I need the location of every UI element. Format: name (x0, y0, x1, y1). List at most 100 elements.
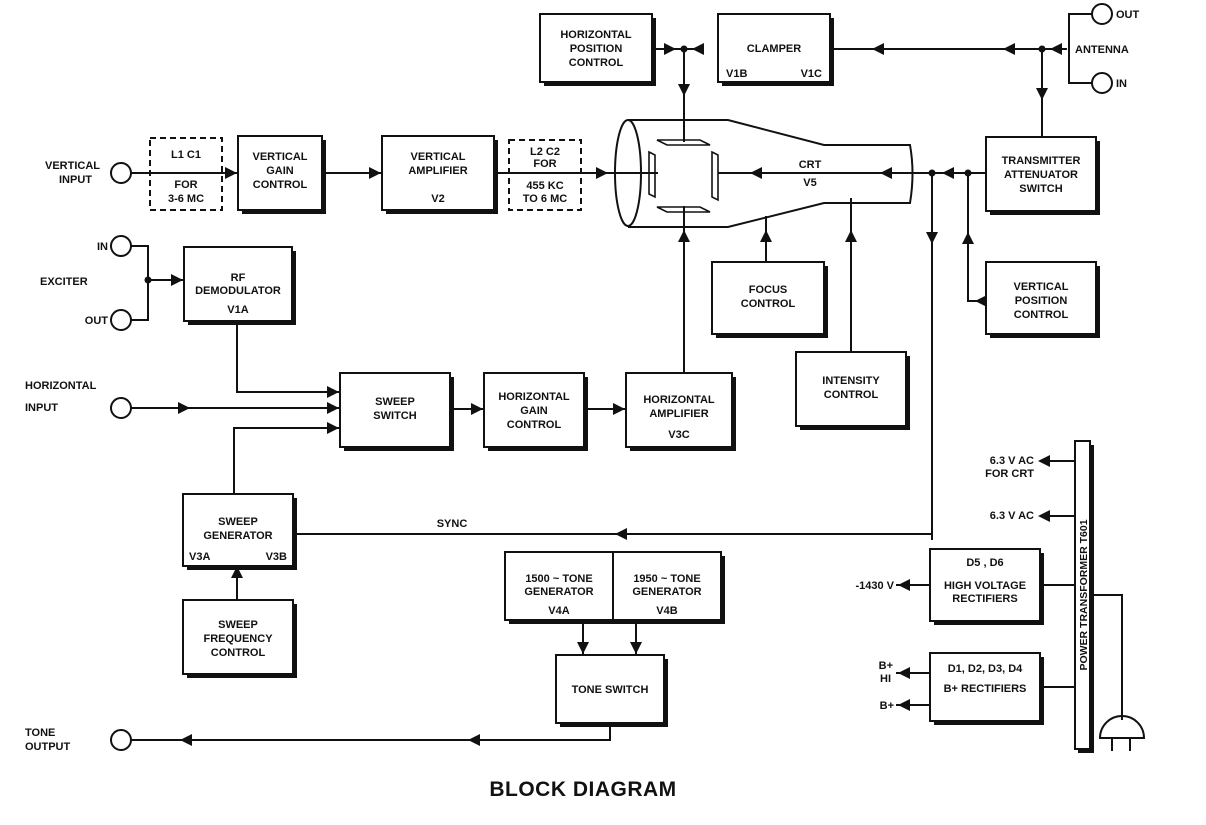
svg-text:TONE SWITCH: TONE SWITCH (572, 684, 649, 696)
svg-text:1950 ~ TONE: 1950 ~ TONE (633, 573, 700, 585)
horizontal-input-jack[interactable] (110, 397, 132, 419)
block-tone-generators: 1500 ~ TONE GENERATOR V4A 1950 ~ TONE GE… (504, 551, 725, 624)
wire-rfdemod-to-sweepswitch (236, 320, 340, 393)
arrow-down (678, 84, 690, 96)
svg-text:FREQUENCY: FREQUENCY (203, 633, 273, 645)
block-horizontal-position-control: HORIZONTAL POSITION CONTROL (539, 13, 656, 86)
block-tone-generator-1950: 1950 ~ TONE GENERATOR V4B (632, 573, 701, 617)
svg-text:V3B: V3B (266, 551, 287, 563)
arrow-right (225, 167, 237, 179)
arrow-left (1038, 455, 1050, 467)
signal-labels: SYNC 6.3 V AC FOR CRT 6.3 V AC -1430 V B… (437, 455, 1035, 712)
svg-text:VERTICAL: VERTICAL (411, 151, 466, 163)
wire-antenna-fork (1068, 13, 1092, 84)
filter-l1c1-label: L1 C1 (171, 149, 201, 161)
block-vertical-position-control: VERTICAL POSITION CONTROL (985, 261, 1100, 338)
horizontal-input-label-2: INPUT (25, 402, 58, 414)
arrow-right (613, 403, 625, 415)
svg-text:HORIZONTAL: HORIZONTAL (643, 394, 715, 406)
block-horizontal-gain-control: HORIZONTAL GAIN CONTROL (483, 372, 588, 451)
svg-text:GAIN: GAIN (520, 405, 548, 417)
crt-plate-left (648, 150, 656, 199)
svg-text:V3A: V3A (189, 551, 210, 563)
arrow-up (760, 230, 772, 242)
arrow-left (1038, 510, 1050, 522)
b-plus-hi-label-2: HI (880, 673, 891, 685)
wire-sweepgen-to-sweepswitch (233, 427, 340, 494)
arrow-left (692, 43, 704, 55)
svg-text:AMPLIFIER: AMPLIFIER (649, 408, 708, 420)
arrows (171, 43, 1062, 746)
block-tone-switch: TONE SWITCH (555, 654, 668, 727)
block-sweep-switch: SWEEP SWITCH (339, 372, 454, 451)
arrow-right (369, 167, 381, 179)
svg-text:ATTENUATOR: ATTENUATOR (1004, 169, 1078, 181)
svg-text:CONTROL: CONTROL (211, 647, 266, 659)
arrow-left (975, 295, 987, 307)
vertical-input-label-2: INPUT (59, 174, 92, 186)
block-b-plus-rectifiers: D1, D2, D3, D4 B+ RECTIFIERS (929, 652, 1044, 725)
tone-output-label: TONE (25, 727, 55, 739)
block-clamper: CLAMPER V1B V1C (717, 13, 834, 86)
svg-text:CONTROL: CONTROL (507, 419, 562, 431)
svg-text:SWITCH: SWITCH (1019, 183, 1062, 195)
crt-tube-label: V5 (803, 177, 816, 189)
arrow-right (664, 43, 676, 55)
antenna-in-jack[interactable] (1091, 72, 1113, 94)
svg-text:D5 , D6: D5 , D6 (966, 557, 1003, 569)
block-transmitter-attenuator-switch: TRANSMITTER ATTENUATOR SWITCH (985, 136, 1100, 215)
diagram-title: BLOCK DIAGRAM (489, 778, 676, 801)
svg-text:VERTICAL: VERTICAL (1014, 281, 1069, 293)
junction-dot (1038, 45, 1046, 53)
arrow-right (178, 402, 190, 414)
svg-text:VERTICAL: VERTICAL (253, 151, 308, 163)
vertical-input-jack[interactable] (110, 162, 132, 184)
svg-text:V1B: V1B (726, 68, 747, 80)
svg-text:V1C: V1C (801, 68, 822, 80)
arrow-left (872, 43, 884, 55)
svg-text:GENERATOR: GENERATOR (203, 530, 272, 542)
block-horizontal-amplifier: HORIZONTAL AMPLIFIER V3C (625, 372, 736, 451)
wire-power-plug (1088, 594, 1123, 720)
svg-text:SWEEP: SWEEP (375, 396, 415, 408)
svg-text:V4B: V4B (656, 605, 677, 617)
block-rf-demodulator: RF DEMODULATOR V1A (183, 246, 296, 325)
filter-l2c2-label: L2 C2 (530, 146, 560, 158)
antenna-out-jack[interactable] (1091, 3, 1113, 25)
filter-l2c2-for: FOR (533, 158, 556, 170)
svg-text:HIGH VOLTAGE: HIGH VOLTAGE (944, 580, 1026, 592)
svg-text:V2: V2 (431, 193, 444, 205)
crt-outline (628, 119, 914, 228)
svg-text:CONTROL: CONTROL (1014, 309, 1069, 321)
wire-vpos (967, 173, 986, 302)
arrow-left (615, 528, 627, 540)
ac-crt-label: 6.3 V AC (990, 455, 1034, 467)
svg-text:SWEEP: SWEEP (218, 619, 258, 631)
exciter-in-label: IN (97, 241, 108, 253)
svg-text:DEMODULATOR: DEMODULATOR (195, 285, 281, 297)
svg-text:FOCUS: FOCUS (749, 284, 788, 296)
exciter-out-jack[interactable] (110, 309, 132, 331)
arrow-left (180, 734, 192, 746)
tone-output-label-2: OUTPUT (25, 741, 71, 753)
exciter-out-label: OUT (85, 315, 109, 327)
block-sweep-frequency-control: SWEEP FREQUENCY CONTROL (182, 599, 297, 678)
block-sweep-generator: SWEEP GENERATOR V3A V3B (182, 493, 297, 570)
tone-output-jack[interactable] (110, 729, 132, 751)
arrow-up (962, 232, 974, 244)
junction-dot (964, 169, 972, 177)
arrow-left (942, 167, 954, 179)
svg-text:V3C: V3C (668, 429, 689, 441)
ac-crt-label-2: FOR CRT (985, 468, 1034, 480)
filter-l1c1-for: FOR (174, 179, 197, 191)
svg-text:GAIN: GAIN (266, 165, 294, 177)
svg-text:GENERATOR: GENERATOR (524, 586, 593, 598)
junction-dot (928, 169, 936, 177)
exciter-in-jack[interactable] (110, 235, 132, 257)
svg-text:V4A: V4A (548, 605, 569, 617)
exciter-label: EXCITER (40, 276, 88, 288)
svg-text:SWEEP: SWEEP (218, 516, 258, 528)
svg-text:HORIZONTAL: HORIZONTAL (498, 391, 570, 403)
arrow-right (327, 386, 339, 398)
